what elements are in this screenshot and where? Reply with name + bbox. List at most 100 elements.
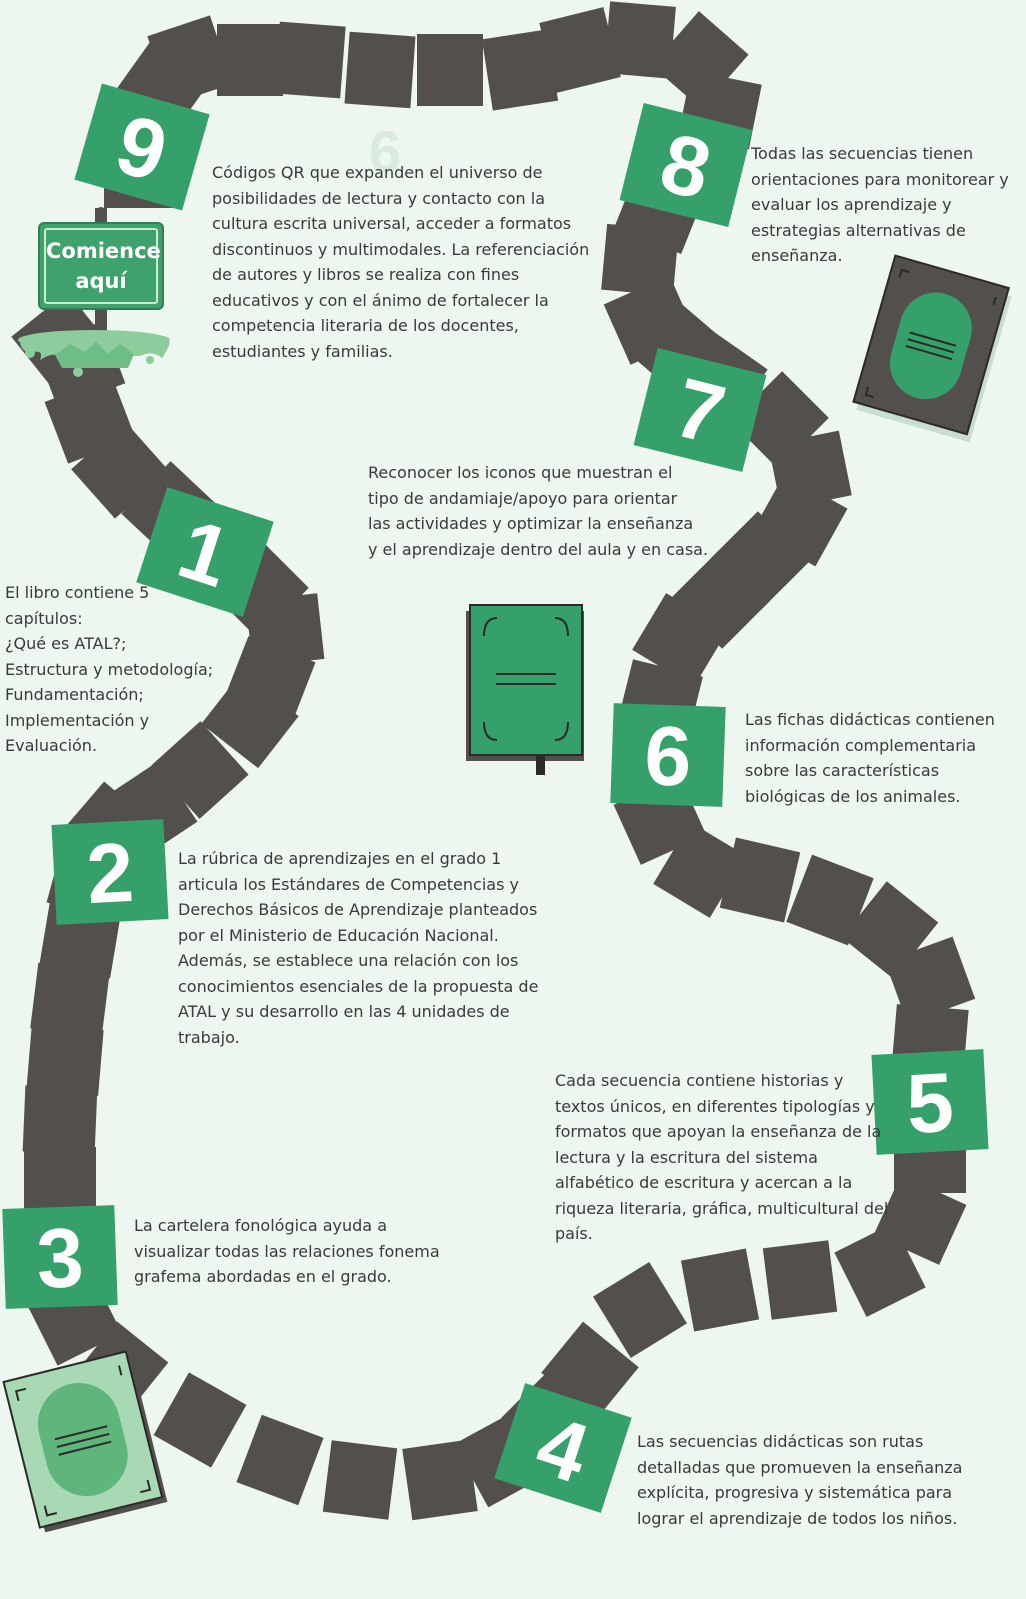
path-tile bbox=[151, 721, 249, 819]
path-tile bbox=[711, 511, 809, 609]
step-tile-8: 8 bbox=[619, 102, 753, 228]
step-tile-7: 7 bbox=[633, 347, 767, 473]
step-tile-5: 5 bbox=[871, 1049, 989, 1155]
step-3-text-line: grafema abordadas en el grado. bbox=[134, 1267, 392, 1286]
path-tile bbox=[322, 1440, 398, 1520]
start-sign-line2: aquí bbox=[75, 269, 127, 293]
step-7-text: Reconocer los iconos que muestran el tipo… bbox=[368, 460, 708, 562]
step-tile-bg bbox=[610, 703, 726, 807]
path-tile bbox=[201, 671, 299, 769]
step-6-text-line: sobre las características bbox=[745, 761, 940, 780]
step-5-text-line: textos únicos, en diferentes tipologías … bbox=[555, 1096, 875, 1116]
step-number: 2 bbox=[84, 825, 136, 921]
step-1-text-line: Implementación y bbox=[5, 710, 150, 730]
step-1-text: El libro contiene 5 capítulos: ¿Qué es ATA… bbox=[5, 580, 213, 759]
path-tile bbox=[22, 1085, 98, 1155]
step-1-text-line: capítulos: bbox=[5, 608, 83, 628]
step-2-text-line: Además, se establece una relación con lo… bbox=[178, 951, 519, 970]
step-tile-bg bbox=[871, 1049, 989, 1155]
step-tile-9: 9 bbox=[74, 83, 210, 211]
step-tile-bg bbox=[136, 487, 274, 617]
path-tile bbox=[236, 1414, 324, 1506]
step-tile-bg bbox=[74, 83, 210, 211]
step-1-text-line: Estructura y metodología; bbox=[5, 659, 214, 679]
path-tile bbox=[593, 1262, 687, 1358]
step-7-text-line: tipo de andamiaje/apoyo para orientar bbox=[368, 488, 678, 508]
step-7-text-line: y el aprendizaje dentro del aula y en ca… bbox=[368, 539, 709, 559]
path-tile bbox=[481, 29, 559, 111]
step-5-text-line: riqueza literaria, gráfica, multicultura… bbox=[555, 1198, 889, 1218]
step-2-text-line: ATAL y su desarrollo en las 4 unidades d… bbox=[178, 1002, 510, 1021]
step-9-text-line: educativos y con el ánimo de fortalecer … bbox=[212, 290, 549, 310]
path-tile bbox=[541, 1321, 639, 1419]
step-4-text-line: lograr el aprendizaje de todos los niños… bbox=[637, 1508, 958, 1528]
path-tile bbox=[873, 1175, 967, 1265]
step-tile-4: 4 bbox=[494, 1383, 632, 1513]
path-tile bbox=[24, 1147, 96, 1213]
step-8-text-line: Todas las secuencias tienen bbox=[751, 144, 974, 163]
step-3-text-line: visualizar todas las relaciones fonema bbox=[134, 1241, 440, 1261]
step-tile-1: 1 bbox=[136, 487, 274, 617]
step-5-text: Cada secuencia contiene historias y texto… bbox=[555, 1068, 888, 1247]
step-tile-2: 2 bbox=[51, 819, 169, 925]
step-5-text-line: alfabético de escritura y acercan a la bbox=[555, 1173, 853, 1192]
step-9-text-line: Códigos QR que expanden el universo de bbox=[212, 163, 543, 182]
step-tile-bg bbox=[633, 347, 767, 473]
step-7-text-line: Reconocer los iconos que muestran el bbox=[368, 463, 673, 482]
step-5-text-line: formatos que apoyan la enseñanza de la bbox=[555, 1122, 882, 1141]
path-tile bbox=[26, 1024, 104, 1096]
step-tile-6: 6 bbox=[610, 703, 726, 807]
path-tile bbox=[102, 761, 198, 859]
step-2-text-line: trabajo. bbox=[178, 1027, 240, 1047]
step-tile-bg bbox=[2, 1205, 118, 1309]
step-5-text-line: lectura y la escritura del sistema bbox=[555, 1147, 818, 1167]
path-tile bbox=[841, 881, 939, 979]
path-tile bbox=[603, 275, 697, 365]
step-6-text-line: información complementaria bbox=[745, 735, 977, 755]
step-2-text-line: articula los Estándares de Competencias … bbox=[178, 874, 519, 894]
step-number: 6 bbox=[643, 708, 693, 804]
path-tile bbox=[786, 854, 874, 946]
faint-numeral: 6 bbox=[369, 120, 401, 185]
step-1-text-line: ¿Qué es ATAL?; bbox=[5, 634, 127, 653]
step-tile-3: 3 bbox=[2, 1205, 118, 1309]
step-9-text-line: discontinuos y multimodales. La referenc… bbox=[212, 239, 590, 259]
step-9-text-line: de autores y libros se realiza con fines bbox=[212, 265, 520, 284]
path-tile bbox=[539, 7, 621, 93]
step-7-text-line: las actividades y optimizar la enseñanza bbox=[368, 514, 694, 533]
path-tile bbox=[417, 34, 483, 106]
step-2-text-line: por el Ministerio de Educación Nacional. bbox=[178, 925, 499, 945]
book-icon bbox=[466, 604, 584, 775]
path-tile bbox=[651, 11, 749, 109]
step-1-text-line: Evaluación. bbox=[5, 736, 98, 755]
step-1-text-line: Fundamentación; bbox=[5, 685, 144, 704]
step-1-text-line: El libro contiene 5 bbox=[5, 583, 150, 602]
step-number: 5 bbox=[904, 1055, 956, 1151]
path-tile bbox=[731, 371, 829, 469]
path-tile bbox=[153, 1372, 247, 1468]
step-6-text-line: biológicas de los animales. bbox=[745, 786, 961, 806]
step-tile-bg bbox=[494, 1383, 632, 1513]
path-tile bbox=[402, 1439, 478, 1521]
step-5-text-line: Cada secuencia contiene historias y bbox=[555, 1071, 844, 1090]
step-8-text-line: enseñanza. bbox=[751, 246, 843, 265]
step-tiles: 1 2 3 4 5 6 7 8 9 bbox=[2, 83, 989, 1513]
step-9-text-line: estudiantes y familias. bbox=[212, 341, 393, 361]
start-sign: Comience aquí bbox=[38, 222, 164, 310]
step-tile-bg bbox=[51, 819, 169, 925]
book-icon bbox=[2, 1350, 168, 1533]
step-2-text-line: Derechos Básicos de Aprendizaje plantead… bbox=[178, 900, 538, 919]
step-9-text-line: competencia literaria de los docentes, bbox=[212, 316, 519, 335]
step-8-text-line: estrategias alternativas de bbox=[751, 220, 966, 240]
path-tile bbox=[71, 421, 169, 519]
step-tile-bg bbox=[619, 102, 753, 228]
step-2-text-line: La rúbrica de aprendizajes en el grado 1 bbox=[178, 849, 502, 868]
path-tile bbox=[762, 1240, 838, 1320]
step-8-text-line: evaluar los aprendizaje y bbox=[751, 195, 952, 214]
